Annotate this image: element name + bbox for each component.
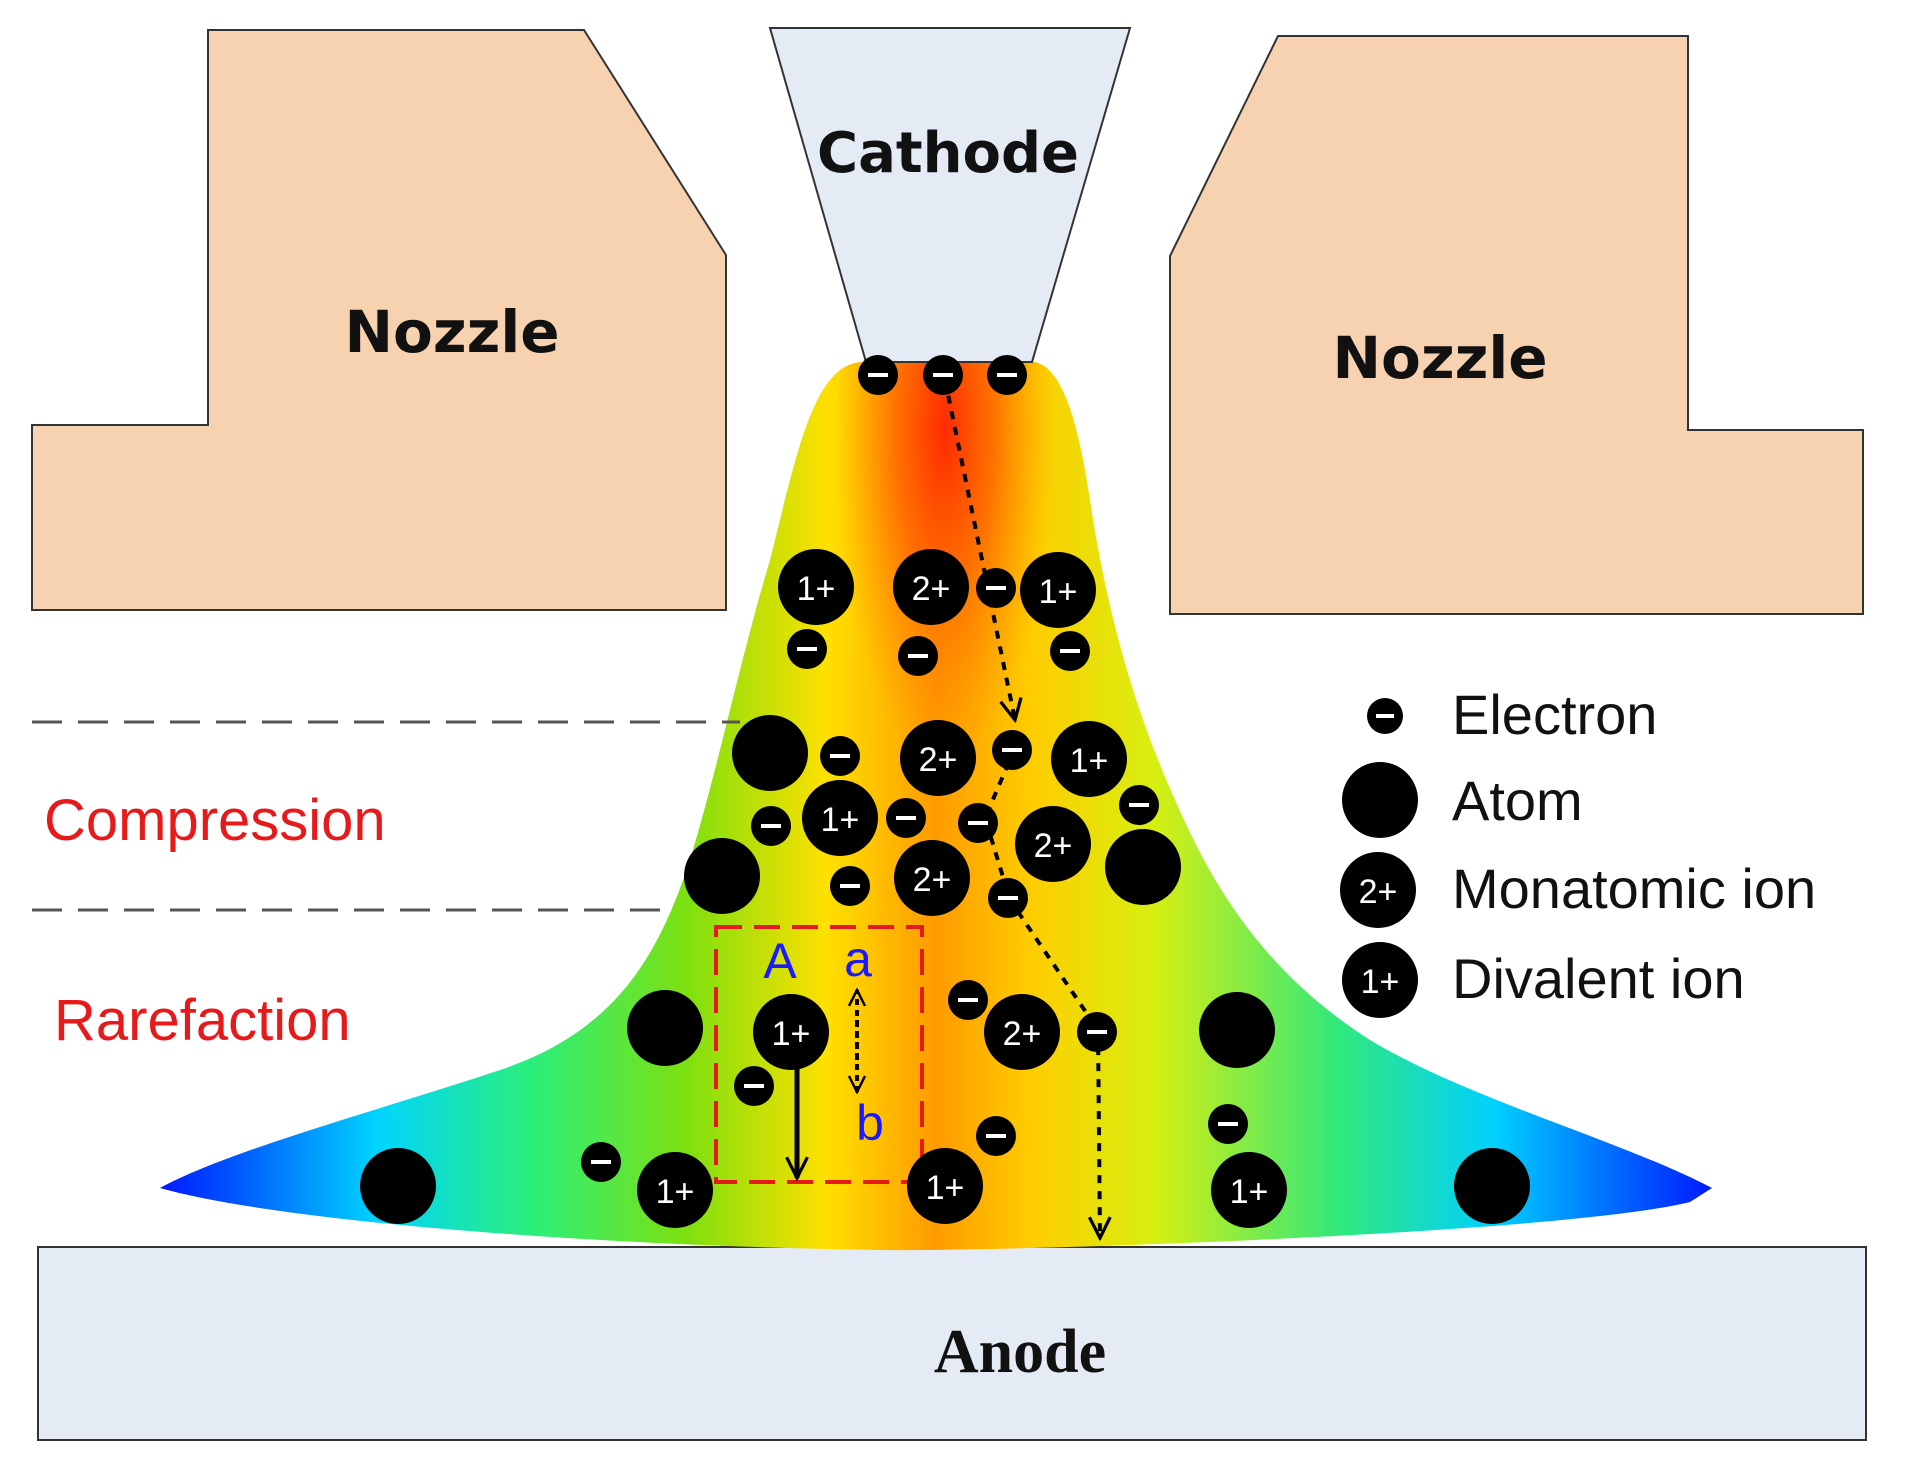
cathode-label: Cathode xyxy=(817,121,1079,186)
box-label-b: b xyxy=(856,1095,884,1151)
electron-minus-sign xyxy=(968,821,988,825)
ion-charge-label: 1+ xyxy=(1070,742,1109,780)
nozzle-left xyxy=(31,29,727,611)
cathode xyxy=(768,27,1132,363)
legend-atom-label: Atom xyxy=(1452,769,1583,832)
monatomic-ion xyxy=(894,840,970,916)
ion-charge-label: 2+ xyxy=(913,861,952,899)
electron-minus-sign xyxy=(868,373,888,377)
ion-charge-label: 2+ xyxy=(919,741,958,779)
ion-charge-label: 1+ xyxy=(656,1173,695,1211)
compression-label: Compression xyxy=(44,788,386,853)
legend-electron-label: Electron xyxy=(1452,683,1657,746)
particles-layer: 1+ 2+ 1+ 2+ 1+ 1+ 2+ 2+ 1+ 2+ 1+ 1+ 1+ xyxy=(360,355,1530,1228)
electron-minus-sign xyxy=(1060,649,1080,653)
legend-divalent-ion-entry: 1+ Divalent ion xyxy=(1342,942,1745,1018)
electron-minus-sign xyxy=(840,884,860,888)
electron-minus-sign xyxy=(1129,803,1149,807)
legend-electron-entry: Electron xyxy=(1367,683,1657,746)
electron-minus-sign xyxy=(797,647,817,651)
legend-monatomic-ion-entry: 2+ Monatomic ion xyxy=(1340,852,1816,928)
ion-charge-label: 1+ xyxy=(1039,573,1078,611)
divalent-ion xyxy=(778,549,854,625)
divalent-ion xyxy=(802,780,878,856)
electron-minus-sign xyxy=(896,816,916,820)
ion-charge-label: 1+ xyxy=(926,1169,965,1207)
nozzle-left-label: Nozzle xyxy=(344,298,559,366)
legend-divalent-ion-glyph: 1+ xyxy=(1361,963,1400,1001)
ion-charge-label: 2+ xyxy=(1003,1015,1042,1053)
anode-block xyxy=(37,1246,1867,1441)
ion-charge-label: 1+ xyxy=(1230,1173,1269,1211)
box-label-A: A xyxy=(763,933,797,989)
electron-minus-sign xyxy=(1002,748,1022,752)
legend-monatomic-ion-icon xyxy=(1340,852,1416,928)
atom xyxy=(1454,1148,1530,1224)
legend-atom-icon xyxy=(1342,762,1418,838)
divalent-ion xyxy=(753,994,829,1070)
legend: Electron Atom 2+ Monatomic ion 1+ Divale… xyxy=(1340,683,1816,1018)
legend-atom-entry: Atom xyxy=(1342,762,1583,838)
divalent-ion xyxy=(1020,552,1096,628)
legend-divalent-ion-label: Divalent ion xyxy=(1452,947,1745,1010)
atom xyxy=(627,990,703,1066)
atom xyxy=(732,715,808,791)
anode-label: Anode xyxy=(934,1318,1106,1386)
box-label-a: a xyxy=(844,931,872,987)
atom xyxy=(360,1148,436,1224)
monatomic-ion xyxy=(1015,806,1091,882)
legend-monatomic-ion-glyph: 2+ xyxy=(1359,873,1398,911)
monatomic-ion xyxy=(984,994,1060,1070)
electron-minus-sign xyxy=(744,1084,764,1088)
ion-charge-label: 2+ xyxy=(1034,827,1073,865)
electron-minus-sign xyxy=(998,896,1018,900)
legend-monatomic-ion-label: Monatomic ion xyxy=(1452,857,1816,920)
electron-minus-sign xyxy=(591,1160,611,1164)
plasma-core xyxy=(160,362,1712,1251)
electron-minus-sign xyxy=(997,373,1017,377)
legend-divalent-ion-icon xyxy=(1342,942,1418,1018)
atom xyxy=(684,838,760,914)
ion-charge-label: 1+ xyxy=(772,1015,811,1053)
nozzle-right-label: Nozzle xyxy=(1332,324,1547,392)
electron-minus-sign xyxy=(958,998,978,1002)
electron-minus-sign xyxy=(761,824,781,828)
electron-minus-sign xyxy=(908,654,928,658)
electron-minus-sign xyxy=(986,1134,1006,1138)
legend-electron-minus xyxy=(1376,714,1394,718)
electron-minus-sign xyxy=(1218,1122,1238,1126)
divalent-ion xyxy=(1211,1152,1287,1228)
monatomic-ion xyxy=(893,549,969,625)
atom xyxy=(1199,992,1275,1068)
electron-minus-sign xyxy=(1087,1030,1107,1034)
electron-path-1 xyxy=(943,379,1015,720)
ion-charge-label: 2+ xyxy=(912,570,951,608)
rarefaction-label: Rarefaction xyxy=(54,988,351,1053)
divalent-ion xyxy=(637,1152,713,1228)
ion-charge-label: 1+ xyxy=(797,570,836,608)
ion-charge-label: 1+ xyxy=(821,801,860,839)
electron-minus-sign xyxy=(830,754,850,758)
monatomic-ion xyxy=(900,720,976,796)
electron-minus-sign xyxy=(986,586,1006,590)
divalent-ion xyxy=(907,1148,983,1224)
nozzle-right xyxy=(1169,35,1864,615)
atom xyxy=(1105,829,1181,905)
electron-minus-sign xyxy=(933,373,953,377)
divalent-ion xyxy=(1051,721,1127,797)
